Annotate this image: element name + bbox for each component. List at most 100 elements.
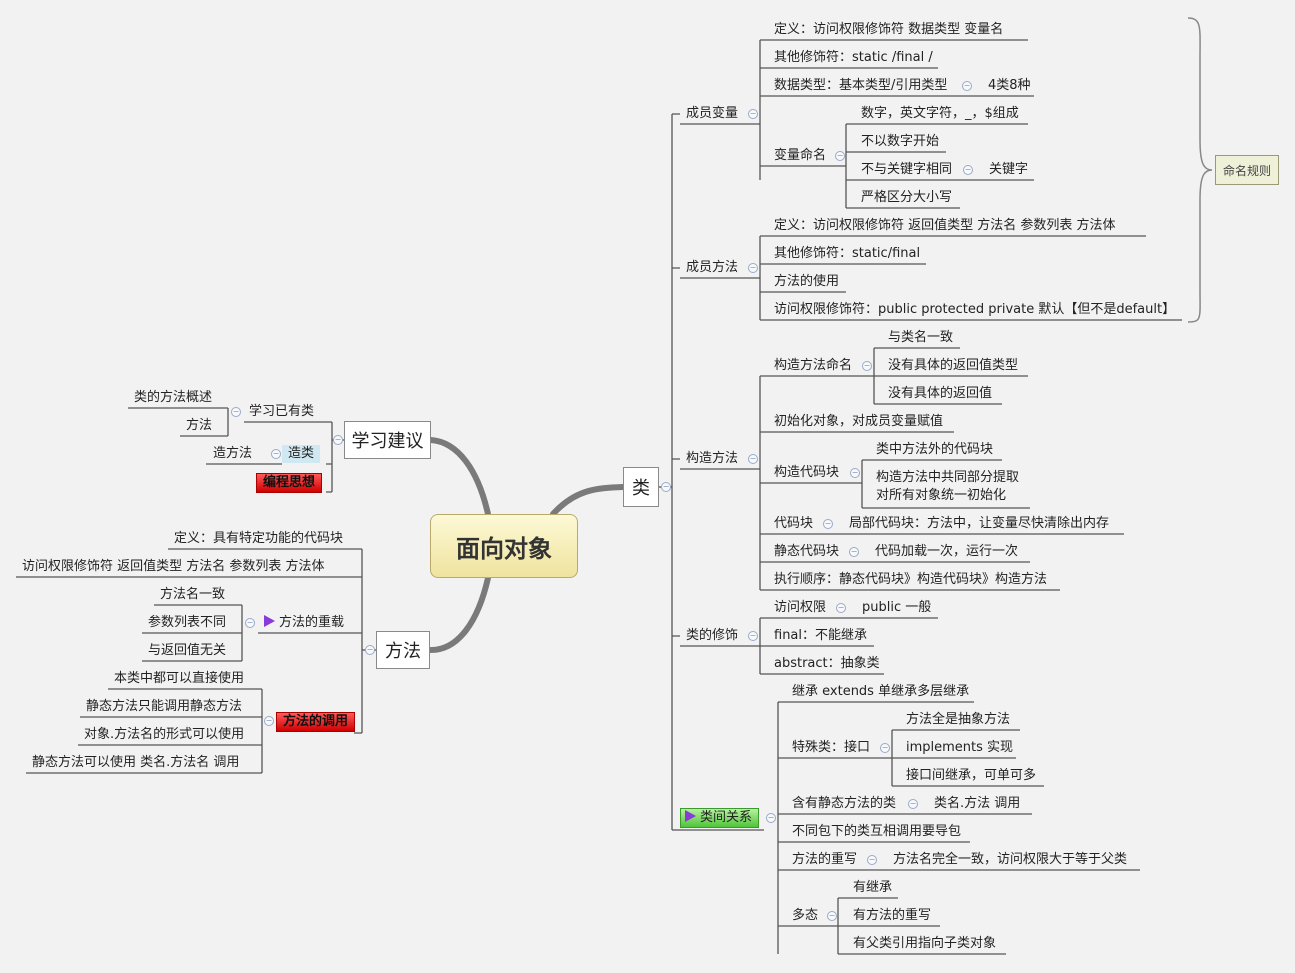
topic-class-relations-label: 类间关系 bbox=[700, 810, 753, 825]
topic-method-call[interactable]: 方法的调用 bbox=[276, 712, 356, 732]
topic-mv-data-types[interactable]: 数据类型：基本类型/引用类型 bbox=[774, 78, 948, 93]
topic-import-package[interactable]: 不同包下的类互相调用要导包 bbox=[792, 824, 962, 839]
topic-polymorphism[interactable]: 多态 bbox=[792, 908, 819, 923]
collapse-toggle-icon[interactable]: − bbox=[836, 603, 846, 613]
topic-call-object[interactable]: 对象.方法名的形式可以使用 bbox=[84, 727, 245, 742]
topic-mod-access-public[interactable]: public 一般 bbox=[862, 600, 932, 615]
topic-make-class[interactable]: 造类 bbox=[282, 445, 321, 463]
collapse-toggle-icon[interactable]: − bbox=[880, 743, 890, 753]
topic-mv-definition[interactable]: 定义：访问权限修饰符 数据类型 变量名 bbox=[774, 22, 1004, 37]
topic-override-rule[interactable]: 方法名完全一致，访问权限大于等于父类 bbox=[893, 852, 1128, 867]
topic-ctor-no-return-type[interactable]: 没有具体的返回值类型 bbox=[888, 358, 1019, 373]
collapse-toggle-icon[interactable]: − bbox=[849, 547, 859, 557]
topic-local-code-block[interactable]: 局部代码块：方法中，让变量尽快清除出内存 bbox=[849, 516, 1110, 531]
topic-ctor-no-return-value[interactable]: 没有具体的返回值 bbox=[888, 386, 993, 401]
branch-advice[interactable]: 学习建议 bbox=[344, 421, 431, 459]
topic-mm-other-modifiers[interactable]: 其他修饰符：static/final bbox=[774, 246, 921, 261]
collapse-toggle-icon[interactable]: − bbox=[835, 151, 845, 161]
topic-ctor-block-extract[interactable]: 构造方法中共同部分提取 bbox=[876, 470, 1020, 485]
topic-interface-abstract[interactable]: 方法全是抽象方法 bbox=[906, 712, 1011, 727]
topic-overload-same-name[interactable]: 方法名一致 bbox=[160, 587, 226, 602]
topic-naming-no-keyword[interactable]: 不与关键字相同 bbox=[861, 162, 953, 177]
topic-naming-keyword[interactable]: 关键字 bbox=[989, 162, 1029, 177]
branch-method[interactable]: 方法 bbox=[376, 631, 430, 669]
topic-mod-final[interactable]: final：不能继承 bbox=[774, 628, 868, 643]
topic-inheritance[interactable]: 继承 extends 单继承多层继承 bbox=[792, 684, 970, 699]
collapse-toggle-icon[interactable]: − bbox=[962, 81, 972, 91]
topic-mm-usage[interactable]: 方法的使用 bbox=[774, 274, 840, 289]
topic-override[interactable]: 方法的重写 bbox=[792, 852, 858, 867]
topic-mv-data-types-count[interactable]: 4类8种 bbox=[988, 78, 1031, 93]
collapse-toggle-icon[interactable]: − bbox=[963, 165, 973, 175]
collapse-toggle-icon[interactable]: − bbox=[748, 454, 758, 464]
topic-programming-idea[interactable]: 编程思想 bbox=[256, 473, 323, 493]
collapse-toggle-icon[interactable]: − bbox=[766, 813, 776, 823]
topic-overload-return[interactable]: 与返回值无关 bbox=[148, 643, 227, 658]
topic-mv-other-modifiers[interactable]: 其他修饰符：static /final / bbox=[774, 50, 933, 65]
topic-mod-access[interactable]: 访问权限 bbox=[774, 600, 827, 615]
collapse-toggle-icon[interactable]: − bbox=[748, 631, 758, 641]
topic-naming-chars[interactable]: 数字，英文字符，_，$组成 bbox=[861, 106, 1019, 121]
topic-static-block-desc[interactable]: 代码加载一次，运行一次 bbox=[875, 544, 1019, 559]
topic-exec-order[interactable]: 执行顺序：静态代码块》构造代码块》构造方法 bbox=[774, 572, 1048, 587]
topic-static-block[interactable]: 静态代码块 bbox=[774, 544, 840, 559]
root-label: 面向对象 bbox=[456, 534, 552, 563]
topic-interface-implements[interactable]: implements 实现 bbox=[906, 740, 1014, 755]
branch-class[interactable]: 类 bbox=[623, 467, 659, 507]
collapse-toggle-icon[interactable]: − bbox=[231, 407, 241, 417]
flag-icon bbox=[264, 615, 275, 627]
topic-member-method[interactable]: 成员方法 bbox=[686, 260, 739, 275]
topic-method-signature[interactable]: 访问权限修饰符 返回值类型 方法名 参数列表 方法体 bbox=[22, 559, 325, 574]
topic-naming-case-sensitive[interactable]: 严格区分大小写 bbox=[861, 190, 953, 205]
collapse-toggle-icon[interactable]: − bbox=[264, 716, 274, 726]
topic-constructor[interactable]: 构造方法 bbox=[686, 451, 739, 466]
topic-ctor-init[interactable]: 初始化对象，对成员变量赋值 bbox=[774, 414, 944, 429]
collapse-toggle-icon[interactable]: − bbox=[748, 263, 758, 273]
topic-interface[interactable]: 特殊类：接口 bbox=[792, 740, 871, 755]
topic-ctor-block-unify[interactable]: 对所有对象统一初始化 bbox=[876, 488, 1007, 503]
topic-poly-inherit[interactable]: 有继承 bbox=[853, 880, 893, 895]
naming-rules-callout[interactable]: 命名规则 bbox=[1215, 155, 1279, 185]
root-topic[interactable]: 面向对象 bbox=[430, 514, 578, 578]
topic-ctor-block-location[interactable]: 类中方法外的代码块 bbox=[876, 442, 994, 457]
collapse-toggle-icon[interactable]: − bbox=[271, 449, 281, 459]
topic-naming-no-digit-start[interactable]: 不以数字开始 bbox=[861, 134, 940, 149]
topic-call-classname[interactable]: 静态方法可以使用 类名.方法名 调用 bbox=[32, 755, 240, 770]
topic-overload[interactable]: 方法的重载 bbox=[264, 614, 344, 632]
topic-class-method-overview[interactable]: 类的方法概述 bbox=[134, 390, 213, 405]
topic-class-relations[interactable]: 类间关系 bbox=[680, 808, 760, 828]
collapse-toggle-icon[interactable]: − bbox=[867, 855, 877, 865]
collapse-toggle-icon[interactable]: − bbox=[908, 799, 918, 809]
topic-advice-method[interactable]: 方法 bbox=[186, 418, 213, 433]
topic-make-method[interactable]: 造方法 bbox=[213, 446, 253, 461]
topic-call-same-class[interactable]: 本类中都可以直接使用 bbox=[114, 671, 245, 686]
topic-interface-inheritance[interactable]: 接口间继承，可单可多 bbox=[906, 768, 1037, 783]
topic-ctor-same-name[interactable]: 与类名一致 bbox=[888, 330, 954, 345]
topic-poly-override[interactable]: 有方法的重写 bbox=[853, 908, 932, 923]
topic-ctor-block[interactable]: 构造代码块 bbox=[774, 465, 840, 480]
collapse-toggle-icon[interactable]: − bbox=[661, 482, 671, 492]
collapse-toggle-icon[interactable]: − bbox=[850, 468, 860, 478]
topic-static-method-class[interactable]: 含有静态方法的类 bbox=[792, 796, 897, 811]
topic-ctor-naming[interactable]: 构造方法命名 bbox=[774, 358, 853, 373]
collapse-toggle-icon[interactable]: − bbox=[823, 519, 833, 529]
topic-poly-reference[interactable]: 有父类引用指向子类对象 bbox=[853, 936, 997, 951]
topic-member-variable[interactable]: 成员变量 bbox=[686, 106, 739, 121]
topic-overload-params[interactable]: 参数列表不同 bbox=[148, 615, 227, 630]
collapse-toggle-icon[interactable]: − bbox=[245, 618, 255, 628]
collapse-toggle-icon[interactable]: − bbox=[748, 109, 758, 119]
topic-class-modifiers[interactable]: 类的修饰 bbox=[686, 628, 739, 643]
collapse-toggle-icon[interactable]: − bbox=[365, 645, 375, 655]
topic-call-static-only[interactable]: 静态方法只能调用静态方法 bbox=[86, 699, 243, 714]
topic-mv-naming[interactable]: 变量命名 bbox=[774, 148, 827, 163]
topic-code-block[interactable]: 代码块 bbox=[774, 516, 814, 531]
topic-mod-abstract[interactable]: abstract：抽象类 bbox=[774, 656, 880, 671]
topic-study-existing-classes[interactable]: 学习已有类 bbox=[249, 404, 315, 419]
collapse-toggle-icon[interactable]: − bbox=[333, 435, 343, 445]
collapse-toggle-icon[interactable]: − bbox=[827, 911, 837, 921]
collapse-toggle-icon[interactable]: − bbox=[862, 361, 872, 371]
topic-mm-definition[interactable]: 定义：访问权限修饰符 返回值类型 方法名 参数列表 方法体 bbox=[774, 218, 1116, 233]
topic-method-definition[interactable]: 定义：具有特定功能的代码块 bbox=[174, 531, 344, 546]
topic-static-method-call[interactable]: 类名.方法 调用 bbox=[934, 796, 1021, 811]
topic-mm-access-modifiers[interactable]: 访问权限修饰符：public protected private 默认【但不是d… bbox=[774, 302, 1176, 317]
